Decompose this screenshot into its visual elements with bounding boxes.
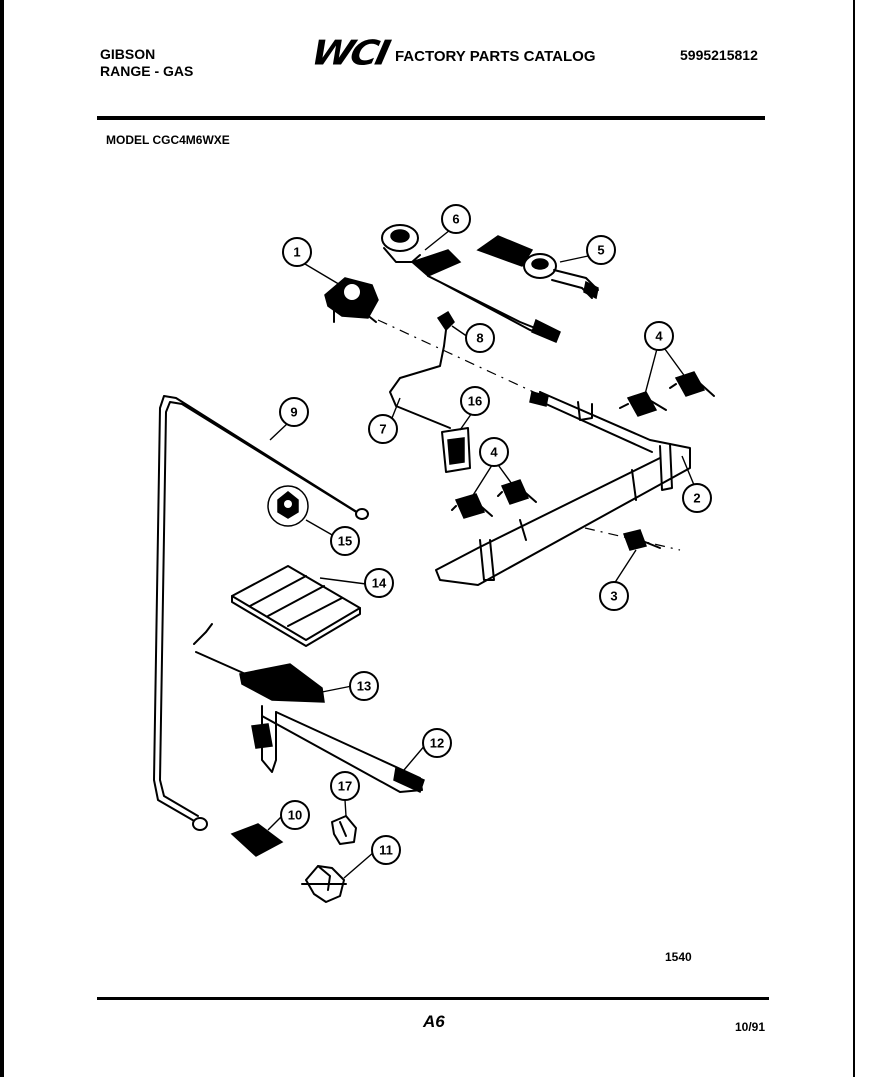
callout-1: 1 [282, 237, 312, 267]
svg-text:6: 6 [452, 212, 459, 227]
callout-9: 9 [279, 397, 309, 427]
callout-13: 13 [349, 671, 379, 701]
header-rule [97, 116, 765, 120]
svg-text:16: 16 [468, 394, 482, 409]
brand-block: GIBSON RANGE - GAS [100, 46, 193, 80]
catalog-part-number: 5995215812 [680, 47, 758, 63]
leader-lines [267, 229, 695, 879]
footer-rule [97, 997, 769, 1000]
page-frame-left [0, 0, 4, 1077]
callout-6: 6 [441, 204, 471, 234]
svg-text:14: 14 [372, 576, 387, 591]
svg-text:11: 11 [379, 843, 393, 858]
callout-2: 2 [682, 483, 712, 513]
callout-8: 8 [465, 323, 495, 353]
part-3-clip [623, 529, 661, 551]
catalog-title: FACTORY PARTS CATALOG [394, 47, 596, 65]
part-13-oven-burner [193, 623, 325, 703]
part-4-valves-lower [451, 479, 537, 519]
part-10-mounting-bracket [230, 823, 284, 857]
svg-text:12: 12 [430, 736, 444, 751]
svg-text:9: 9 [290, 405, 297, 420]
catalog-header: WCI FACTORY PARTS CATALOG [308, 33, 596, 73]
svg-text:7: 7 [379, 422, 386, 437]
callout-15: 15 [330, 526, 360, 556]
part-5-burner [476, 235, 599, 300]
svg-text:4: 4 [490, 445, 498, 460]
part-2-manifold [435, 391, 691, 586]
part-7-tubing [389, 345, 451, 429]
product-type: RANGE - GAS [100, 63, 194, 79]
svg-text:3: 3 [610, 589, 617, 604]
callout-12: 12 [422, 728, 452, 758]
callout-16: 16 [460, 386, 490, 416]
svg-text:1: 1 [293, 245, 300, 260]
svg-text:10: 10 [288, 808, 302, 823]
svg-text:8: 8 [476, 331, 483, 346]
callout-7: 7 [368, 414, 398, 444]
callout-4-lower: 4 [479, 437, 509, 467]
callout-4-upper: 4 [644, 321, 674, 351]
svg-text:17: 17 [338, 779, 352, 794]
callout-14: 14 [364, 568, 394, 598]
svg-text:15: 15 [338, 534, 352, 549]
part-11-clamp [301, 865, 347, 903]
svg-text:4: 4 [655, 329, 663, 344]
figure-code: 1540 [665, 950, 692, 964]
page-code: A6 [423, 1012, 445, 1031]
part-6-burner [381, 224, 561, 343]
callout-5: 5 [586, 235, 616, 265]
date-code: 10/91 [735, 1020, 766, 1034]
brand-name: GIBSON [100, 46, 156, 62]
part-1-valve [324, 277, 379, 323]
part-8-orifice [436, 310, 455, 347]
part-16-thermocouple [441, 427, 471, 473]
part-12-burner-tube [251, 705, 425, 794]
callout-11: 11 [371, 835, 401, 865]
part-17-bracket [331, 815, 357, 845]
callout-3: 3 [599, 581, 629, 611]
svg-text:13: 13 [357, 679, 371, 694]
svg-text:2: 2 [693, 491, 700, 506]
part-14-deflector [231, 565, 361, 647]
callout-10: 10 [280, 800, 310, 830]
callout-17: 17 [330, 771, 360, 801]
svg-text:5: 5 [597, 243, 604, 258]
part-9-gas-tube [153, 395, 361, 823]
page-frame-right [853, 0, 855, 1077]
centerline-valve-axis [377, 319, 541, 396]
model-label: MODEL CGC4M6WXE [106, 133, 230, 147]
part-4-valves-upper [619, 371, 715, 417]
part-15-nut [267, 485, 309, 527]
